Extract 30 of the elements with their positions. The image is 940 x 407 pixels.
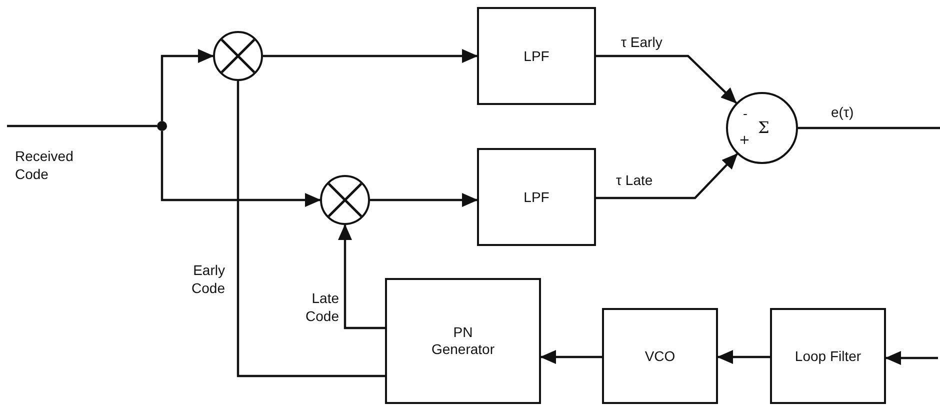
process-box [602, 308, 718, 404]
arrow [338, 224, 385, 330]
multiplier-symbol [213, 31, 263, 81]
sum-symbol: Σ [758, 120, 770, 136]
arrow [160, 131, 321, 207]
arrow [596, 54, 737, 104]
arrow [540, 350, 602, 364]
arrow [370, 193, 478, 207]
sign-label: - [743, 108, 748, 121]
block-label: Loop Filter [794, 348, 862, 364]
block-label: VCO [644, 348, 676, 364]
block-label: PN Generator [430, 324, 496, 358]
block-label: LPF [524, 48, 550, 64]
block-label: LPF [524, 188, 550, 206]
sign-label: + [739, 134, 750, 147]
arrow [717, 350, 770, 364]
arrow [160, 49, 214, 121]
process-box [477, 7, 596, 105]
multiplier-symbol [320, 175, 370, 225]
signal-line [798, 126, 940, 130]
arrow [596, 153, 738, 200]
signal-line [7, 124, 157, 128]
process-box [477, 148, 596, 246]
arrow [885, 351, 938, 365]
junction-dot [157, 121, 167, 131]
process-box [770, 308, 886, 404]
process-box [385, 278, 541, 404]
summing-junction [726, 92, 798, 164]
arrow [263, 49, 478, 63]
signal-line [236, 81, 385, 378]
